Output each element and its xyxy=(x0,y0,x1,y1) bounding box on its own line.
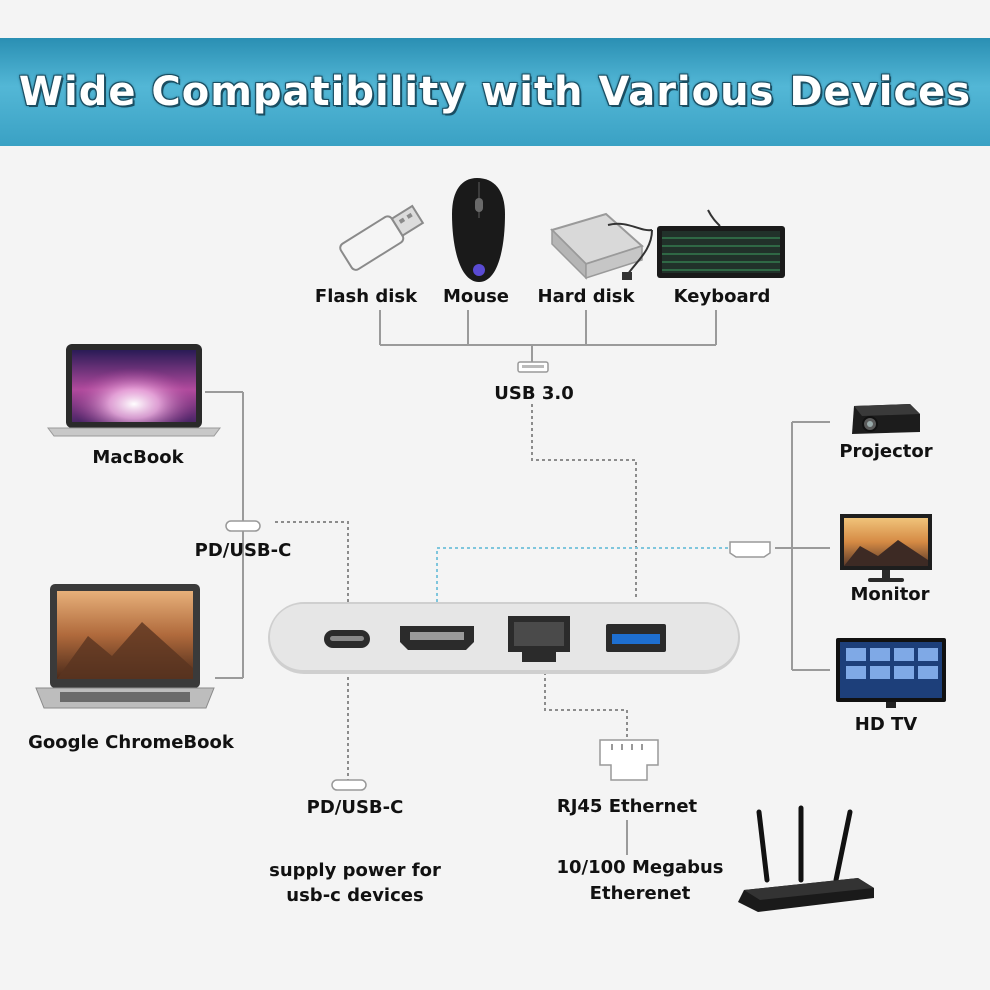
usb-c-port-symbol-left xyxy=(225,520,261,532)
device-label-chromebook: Google ChromeBook xyxy=(28,732,234,753)
external-hard-disk-icon xyxy=(550,212,653,280)
hdmi-port-symbol xyxy=(729,541,771,558)
tv-icon xyxy=(836,638,946,708)
device-label-hd-tv: HD TV xyxy=(854,714,918,735)
usb-c-port-symbol-bottom xyxy=(331,779,367,791)
rj45-port-symbol xyxy=(599,739,659,781)
port-label-pd-left: PD/USB-C xyxy=(194,540,292,561)
power-note-line2: usb-c devices xyxy=(286,885,424,906)
usb-a-port-tongue xyxy=(522,365,544,368)
dashed-port-connectors xyxy=(275,404,637,780)
device-label-mouse: Mouse xyxy=(442,286,509,307)
port-label-usb: USB 3.0 xyxy=(494,383,574,404)
title-banner: Wide Compatibility with Various Devices xyxy=(0,38,990,146)
power-note-line1: supply power for xyxy=(269,860,441,881)
port-label-rj45: RJ45 Ethernet xyxy=(556,796,698,817)
device-label-flash-disk: Flash disk xyxy=(314,286,418,307)
top-device-connectors xyxy=(379,310,717,362)
mouse-icon xyxy=(452,178,505,282)
macbook-laptop-icon xyxy=(47,344,221,437)
device-label-monitor: Monitor xyxy=(850,584,930,605)
projector-icon xyxy=(852,404,920,434)
monitor-icon xyxy=(840,514,932,582)
device-label-keyboard: Keyboard xyxy=(673,286,771,307)
chromebook-laptop-icon xyxy=(35,584,215,709)
ethernet-note-line2: Etherenet xyxy=(589,883,691,904)
right-device-connectors xyxy=(775,421,830,671)
device-label-projector: Projector xyxy=(839,441,933,462)
banner-title: Wide Compatibility with Various Devices xyxy=(18,69,972,115)
keyboard-icon xyxy=(657,209,785,278)
hdmi-dashed-connector xyxy=(436,547,730,620)
device-label-hard-disk: Hard disk xyxy=(537,286,635,307)
left-device-connectors xyxy=(205,391,244,679)
usb-c-hub xyxy=(268,602,740,674)
port-label-pd-bottom: PD/USB-C xyxy=(306,797,404,818)
ethernet-note-line1: 10/100 Megabus xyxy=(556,857,724,878)
device-label-macbook: MacBook xyxy=(92,447,184,468)
router-icon xyxy=(738,805,874,912)
usb-flash-drive-icon xyxy=(339,204,425,271)
